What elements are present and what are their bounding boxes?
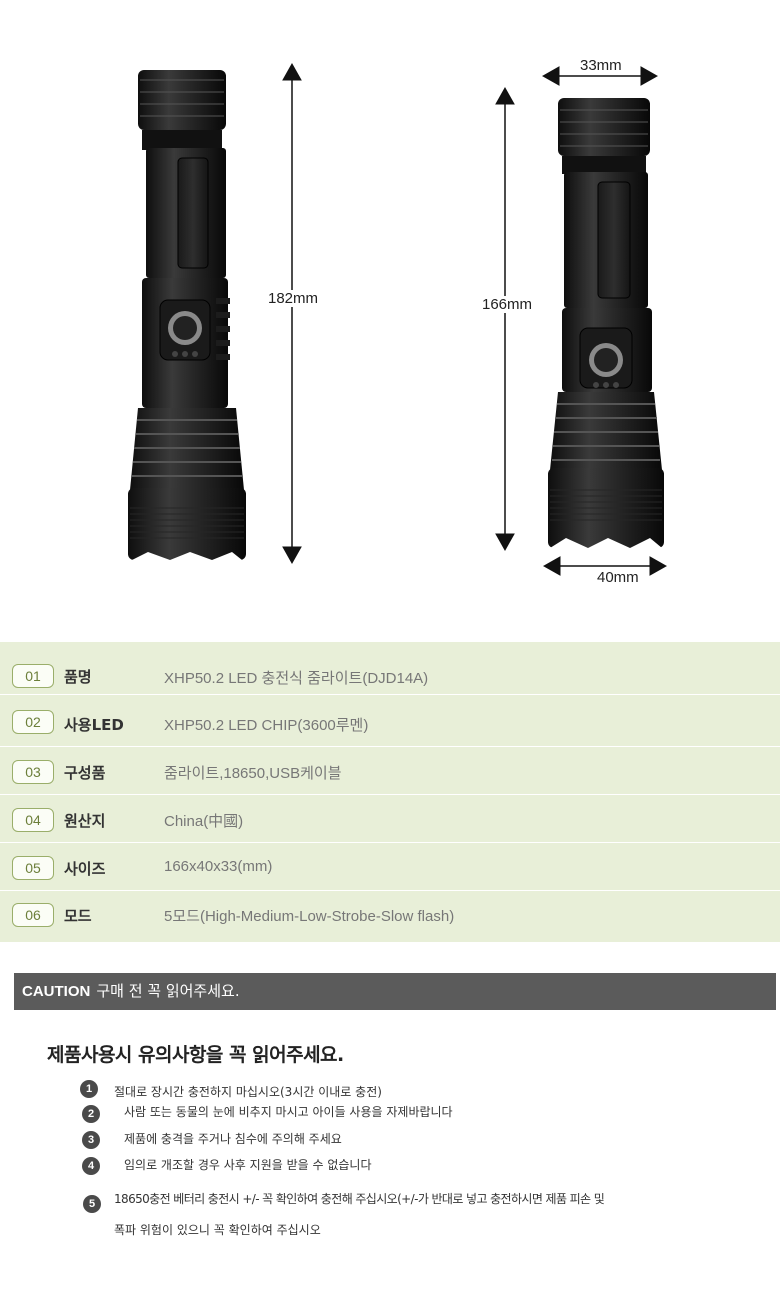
spec-value: 166x40x33(mm) [164,858,273,875]
spec-number-badge: 03 [12,760,54,784]
note-text-continued: 폭파 위험이 있으니 꼭 확인하여 주십시오 [114,1223,321,1237]
length-arrow-left [282,62,302,565]
spec-number-badge: 02 [12,710,54,734]
spec-key: 원산지 [64,812,106,830]
caution-bar-text: 구매 전 꼭 읽어주세요. [96,982,240,1000]
spec-key: 사이즈 [64,860,106,878]
flashlight-right [548,98,664,548]
caution-title: 제품사용시 유의사항을 꼭 읽어주세요. [47,1044,344,1066]
spec-value: XHP50.2 LED 충전식 줌라이트(DJD14A) [164,670,429,687]
bezel-width-arrow [542,556,668,576]
spec-table: 01 품명 XHP50.2 LED 충전식 줌라이트(DJD14A) 02 사용… [0,642,780,942]
note-text: 임의로 개조할 경우 사후 지원을 받을 수 없습니다 [124,1158,372,1172]
length-label-left: 182mm [267,290,320,307]
flashlight-left [128,70,246,560]
product-image-area: 182mm 166mm 33mm 40mm [0,0,780,640]
spec-number-badge: 05 [12,856,54,880]
spec-number-badge: 06 [12,903,54,927]
note-text: 사람 또는 동물의 눈에 비추지 마시고 아이들 사용을 자제바랍니다 [124,1105,453,1119]
note-text: 절대로 장시간 충전하지 마십시오(3시간 이내로 충전) [114,1085,382,1099]
spec-row: 02 사용LED XHP50.2 LED CHIP(3600루멘) [0,695,780,747]
spec-key: 사용LED [64,716,124,734]
length-arrow-right [495,86,515,552]
spec-value: XHP50.2 LED CHIP(3600루멘) [164,717,369,734]
spec-row: 05 사이즈 166x40x33(mm) [0,843,780,891]
note-number-3: 3 [82,1131,100,1149]
spec-value: China(中國) [164,813,244,830]
spec-row: 04 원산지 China(中國) [0,795,780,843]
spec-key: 품명 [64,668,92,686]
spec-key: 모드 [64,907,92,925]
note-text: 제품에 충격을 주거나 침수에 주의해 주세요 [124,1132,342,1146]
caution-label: CAUTION [22,983,91,1000]
length-label-right: 166mm [481,296,534,313]
spec-value: 줌라이트,18650,USB케이블 [164,765,342,782]
spec-value: 5모드(High-Medium-Low-Strobe-Slow flash) [164,908,455,925]
spec-key: 구성품 [64,764,106,782]
note-number-2: 2 [82,1105,100,1123]
caution-bar: CAUTION 구매 전 꼭 읽어주세요. [14,973,776,1010]
head-width-label: 33mm [579,57,623,74]
spec-number-badge: 04 [12,808,54,832]
bezel-width-label: 40mm [596,569,640,586]
head-width-arrow [541,66,659,86]
note-number-5: 5 [83,1195,101,1213]
spec-row: 06 모드 5모드(High-Medium-Low-Strobe-Slow fl… [0,891,780,942]
note-text: 18650충전 베터리 충전시 +/- 꼭 확인하여 충전해 주십시오(+/-가… [114,1192,605,1206]
note-number-1: 1 [80,1080,98,1098]
spec-row: 03 구성품 줌라이트,18650,USB케이블 [0,747,780,795]
spec-number-badge: 01 [12,664,54,688]
note-number-4: 4 [82,1157,100,1175]
flashlight-illustration [128,62,668,576]
spec-row: 01 품명 XHP50.2 LED 충전식 줌라이트(DJD14A) [0,642,780,695]
